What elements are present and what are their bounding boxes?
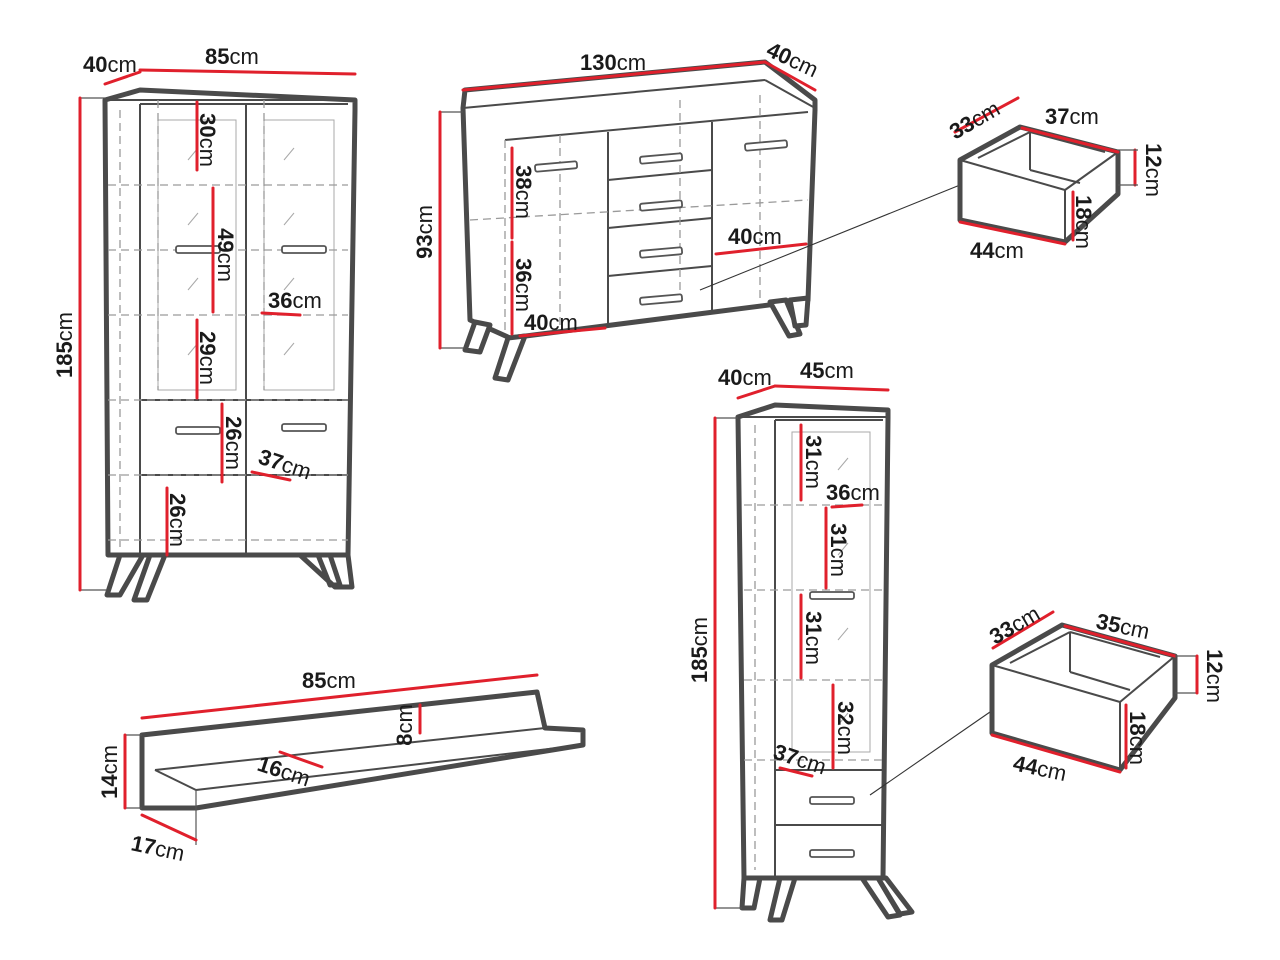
cabinet-drawer-outer-label: 44cm <box>1011 750 1069 786</box>
vitrine-handle <box>175 426 221 435</box>
sideboard-depth-line <box>763 60 817 92</box>
cabinet-drawer-inner-height-label: 18cm <box>1125 711 1150 765</box>
vitrine-leg <box>104 552 146 598</box>
vitrine-inner-upper-label: 36cm <box>268 288 322 313</box>
sideboard-width-line <box>461 60 767 92</box>
tall-cabinet-leg <box>767 875 798 923</box>
wall-shelf-body <box>139 689 586 811</box>
sideboard-drawer-outer-line <box>958 220 1067 246</box>
tall-cabinet-handle <box>809 796 855 805</box>
wall-shelf-width-label: 85cm <box>302 668 356 693</box>
tall-cabinet-width-label: 45cm <box>800 358 854 383</box>
sideboard-drawer-width-label: 37cm <box>1045 104 1099 129</box>
sideboard-left-depth-label: 40cm <box>524 310 578 335</box>
vitrine-glass-1-label: 30cm <box>195 113 220 167</box>
sideboard-drawer-box <box>957 124 1121 245</box>
cabinet-drawer-height-label: 12cm <box>1202 649 1227 703</box>
wall-shelf-height-label: 14cm <box>97 745 122 799</box>
sideboard-width-label: 130cm <box>580 50 646 75</box>
wall-shelf-back-label: 8cm <box>392 704 417 746</box>
sideboard-leg <box>787 295 811 329</box>
sideboard-handle <box>639 293 684 306</box>
tall-cabinet-drawer-leader <box>869 711 991 796</box>
vitrine-width-line <box>138 68 357 76</box>
wall-shelf-width-line <box>140 673 539 720</box>
sideboard-drawer-inner-height-label: 18cm <box>1071 195 1096 249</box>
sideboard-leg <box>492 333 528 383</box>
vitrine-glass-2-label: 49cm <box>213 228 238 282</box>
sideboard-drawer-leader <box>699 184 961 291</box>
vitrine-body <box>102 87 358 558</box>
vitrine-lower-2-label: 26cm <box>165 493 190 547</box>
sideboard-drawer-width-line <box>1020 126 1120 154</box>
vitrine-lower-1-label: 26cm <box>221 416 246 470</box>
vitrine-drawing <box>78 68 358 603</box>
sideboard-height-label: 93cm <box>412 205 437 259</box>
cabinet-drawer-depth-line <box>991 610 1055 650</box>
sideboard-left-upper-label: 38cm <box>511 165 536 219</box>
wall-shelf-shelf-line <box>278 750 324 769</box>
tall-cabinet-handle <box>809 591 855 600</box>
wall-shelf-depth-label: 17cm <box>129 830 187 866</box>
sideboard-leg <box>462 319 493 355</box>
tall-cabinet-glass <box>791 431 871 753</box>
sideboard-drawer-depth-label: 33cm <box>945 96 1004 145</box>
tall-cabinet-section-4-label: 32cm <box>833 701 858 755</box>
wall-shelf-drawing <box>123 673 586 845</box>
cabinet-drawer-box <box>989 622 1178 773</box>
tall-cabinet-leg <box>739 875 763 911</box>
vitrine-leg <box>131 552 168 603</box>
tall-cabinet-depth-line <box>736 384 777 400</box>
cabinet-drawer-outer-line <box>990 733 1122 774</box>
sideboard-drawer-depth-line <box>953 96 1020 134</box>
sideboard-handle <box>639 199 684 212</box>
sideboard-leg <box>767 297 803 339</box>
tall-cabinet-leg <box>875 875 915 917</box>
vitrine-glass-right <box>263 119 335 391</box>
cabinet-drawer-width-label: 35cm <box>1094 608 1152 644</box>
tall-cabinet-section-3-label: 31cm <box>801 611 826 665</box>
sideboard-drawing <box>438 59 961 383</box>
sideboard-right-depth-label: 40cm <box>728 224 782 249</box>
vitrine-depth-line <box>103 70 142 86</box>
sideboard-drawer-height-label: 12cm <box>1141 143 1166 197</box>
cabinet-drawer-width-line <box>1063 624 1177 658</box>
wall-shelf-depth-line <box>140 813 198 842</box>
sideboard-drawer-outer-label: 44cm <box>970 238 1024 263</box>
vitrine-glass-3-label: 29cm <box>195 331 220 385</box>
sideboard-drawer-drawing <box>953 96 1138 246</box>
tall-cabinet-section-1-label: 31cm <box>801 435 826 489</box>
tall-cabinet-handle <box>809 849 855 858</box>
cabinet-drawer-drawing <box>989 610 1199 774</box>
vitrine-height-label: 185cm <box>52 312 77 378</box>
sideboard-handle <box>639 152 684 165</box>
tall-cabinet-section-2-label: 31cm <box>826 523 851 577</box>
sideboard-handle <box>639 246 684 259</box>
vitrine-handle <box>281 245 327 254</box>
sideboard-handle <box>744 139 789 152</box>
tall-cabinet-inner-upper-label: 36cm <box>826 480 880 505</box>
vitrine-width-label: 85cm <box>205 44 259 69</box>
vitrine-depth-label: 40cm <box>83 52 137 77</box>
vitrine-handle <box>175 245 221 254</box>
vitrine-leg <box>297 552 355 590</box>
tall-cabinet-width-line <box>773 384 890 392</box>
sideboard-handle <box>534 160 579 173</box>
sideboard-left-lower-label: 36cm <box>511 258 536 312</box>
vitrine-handle <box>281 423 327 432</box>
tall-cabinet-depth-label: 40cm <box>718 365 772 390</box>
tall-cabinet-drawing <box>713 384 991 923</box>
tall-cabinet-height-label: 185cm <box>687 617 712 683</box>
